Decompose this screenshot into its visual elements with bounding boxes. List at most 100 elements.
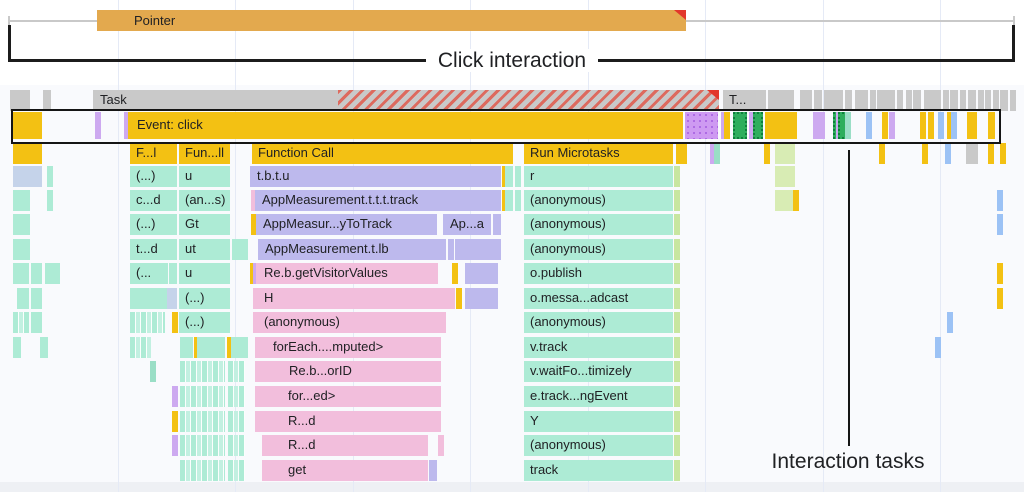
bar-v-waitfo-timizely[interactable]: v.waitFo...timizely: [524, 361, 673, 382]
bar-anonymous[interactable]: (anonymous): [253, 312, 446, 333]
flame-segment[interactable]: [775, 166, 795, 187]
flame-segment[interactable]: [710, 143, 716, 164]
flame-segment[interactable]: [928, 112, 934, 139]
flame-segment[interactable]: [197, 337, 225, 358]
flame-segment[interactable]: [13, 263, 29, 284]
flame-segment[interactable]: [17, 288, 29, 309]
flame-segment[interactable]: [167, 288, 177, 309]
flame-segment[interactable]: [180, 460, 225, 481]
bar-appmeasurement-t-lb[interactable]: AppMeasurement.t.lb: [258, 239, 446, 260]
bar-anonymous[interactable]: (anonymous): [524, 190, 673, 211]
flame-segment[interactable]: [172, 435, 178, 456]
flame-segment[interactable]: [967, 112, 973, 139]
flame-segment[interactable]: [714, 143, 720, 164]
bar-anonymous[interactable]: (anonymous): [524, 214, 673, 235]
flame-segment[interactable]: [676, 143, 682, 164]
flame-segment[interactable]: [924, 90, 930, 111]
flame-segment[interactable]: [130, 288, 167, 309]
flame-segment[interactable]: [13, 337, 21, 358]
flame-segment[interactable]: [180, 435, 225, 456]
flame-segment[interactable]: [228, 435, 245, 456]
flame-segment[interactable]: [968, 90, 976, 111]
flame-segment[interactable]: [228, 386, 245, 407]
bar-u[interactable]: u: [179, 263, 230, 284]
bar-[interactable]: (...): [130, 214, 177, 235]
flame-segment[interactable]: [674, 386, 680, 407]
flame-segment[interactable]: [452, 263, 458, 284]
flame-segment[interactable]: [897, 90, 903, 111]
flame-segment[interactable]: [674, 361, 680, 382]
bar-u[interactable]: u: [179, 166, 230, 187]
bar-r-d[interactable]: R...d: [255, 411, 441, 432]
flame-segment[interactable]: [130, 312, 165, 333]
bar-appmeasur-ytotrack[interactable]: AppMeasur...yToTrack: [256, 214, 437, 235]
flame-segment[interactable]: [947, 312, 953, 333]
bar-e-track-ngevent[interactable]: e.track...ngEvent: [524, 386, 673, 407]
flame-segment[interactable]: [674, 239, 680, 260]
flame-segment[interactable]: [674, 460, 680, 481]
flame-segment[interactable]: [814, 90, 822, 111]
bar-fun-ll[interactable]: Fun...ll: [179, 143, 230, 164]
flame-segment[interactable]: [515, 190, 521, 211]
bar-r-d[interactable]: R...d: [262, 435, 428, 456]
bar-t[interactable]: T...: [723, 90, 766, 111]
flame-segment[interactable]: [429, 460, 437, 481]
flame-segment[interactable]: [879, 143, 885, 164]
flame-segment[interactable]: [993, 90, 999, 111]
bar-[interactable]: (...): [130, 166, 177, 187]
flame-segment[interactable]: [681, 143, 687, 164]
flame-segment[interactable]: [866, 112, 872, 139]
bar-re-b-getvisitorvalues[interactable]: Re.b.getVisitorValues: [256, 263, 438, 284]
bar-function-call[interactable]: Function Call: [252, 143, 513, 164]
flame-segment[interactable]: [793, 190, 799, 211]
flame-segment[interactable]: [877, 90, 883, 111]
flame-segment[interactable]: [768, 90, 794, 111]
flame-segment[interactable]: [515, 166, 521, 187]
flame-segment[interactable]: [505, 190, 513, 211]
flame-segment[interactable]: [1000, 143, 1006, 164]
flame-segment[interactable]: [985, 90, 991, 111]
flame-segment[interactable]: [988, 112, 995, 139]
bar-t-d[interactable]: t...d: [130, 239, 177, 260]
flame-segment[interactable]: [922, 143, 928, 164]
flame-segment[interactable]: [997, 288, 1003, 309]
flame-segment[interactable]: [251, 214, 257, 235]
flame-segment[interactable]: [978, 90, 984, 111]
flame-segment[interactable]: [43, 90, 51, 111]
flame-segment[interactable]: [930, 90, 941, 111]
flame-segment[interactable]: [685, 112, 718, 139]
flame-segment[interactable]: [124, 112, 130, 139]
flame-segment[interactable]: [228, 460, 245, 481]
flame-segment[interactable]: [845, 112, 851, 139]
flame-segment[interactable]: [947, 112, 953, 139]
flame-segment[interactable]: [674, 214, 680, 235]
bar-foreach-mputed[interactable]: forEach....mputed>: [255, 337, 441, 358]
flame-segment[interactable]: [172, 312, 178, 333]
flame-segment[interactable]: [997, 190, 1003, 211]
flame-segment[interactable]: [724, 112, 730, 139]
flame-segment[interactable]: [870, 90, 876, 111]
bar-anonymous[interactable]: (anonymous): [524, 239, 673, 260]
flame-segment[interactable]: [438, 435, 444, 456]
flame-segment[interactable]: [889, 112, 895, 139]
bar-r[interactable]: r: [524, 166, 673, 187]
flame-segment[interactable]: [753, 112, 763, 139]
flame-segment[interactable]: [733, 112, 747, 139]
flame-segment[interactable]: [31, 263, 42, 284]
bar-get[interactable]: get: [262, 460, 428, 481]
flame-segment[interactable]: [251, 190, 257, 211]
flame-segment[interactable]: [674, 263, 680, 284]
flame-segment[interactable]: [13, 166, 42, 187]
flame-segment[interactable]: [455, 239, 501, 260]
bar-an-s[interactable]: (an...s): [179, 190, 230, 211]
flame-segment[interactable]: [180, 386, 225, 407]
flame-segment[interactable]: [448, 239, 454, 260]
flame-segment[interactable]: [13, 143, 42, 164]
flame-segment[interactable]: [764, 143, 770, 164]
flame-segment[interactable]: [966, 143, 972, 164]
flame-segment[interactable]: [951, 112, 957, 139]
flame-segment[interactable]: [150, 361, 156, 382]
flame-segment[interactable]: [231, 337, 248, 358]
bar-c-d[interactable]: c...d: [130, 190, 177, 211]
flame-segment[interactable]: [228, 361, 245, 382]
